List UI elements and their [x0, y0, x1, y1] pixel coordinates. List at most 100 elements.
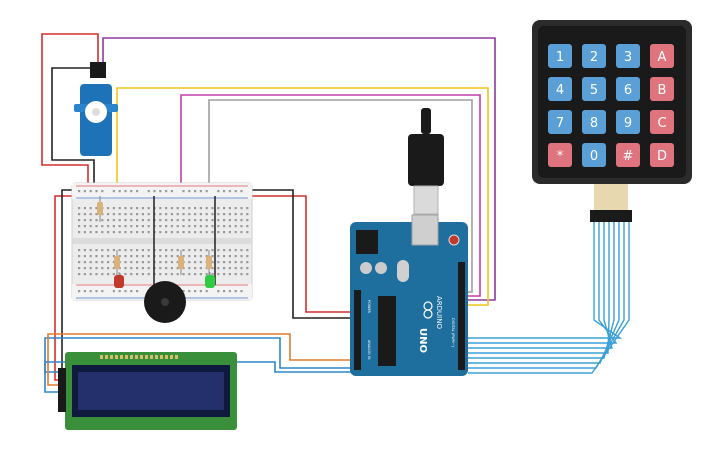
- bb-hole: [107, 207, 110, 210]
- keypad-wire[interactable]: [468, 222, 620, 364]
- bb-hole: [240, 267, 243, 270]
- lcd-pin: [105, 355, 108, 359]
- key-hash[interactable]: #: [616, 143, 640, 167]
- resistor-4[interactable]: [206, 250, 212, 275]
- wire-lcd-orange[interactable]: [47, 333, 355, 386]
- key-5[interactable]: 5: [582, 77, 606, 101]
- bb-rail-hole: [147, 190, 150, 193]
- key-B[interactable]: B: [650, 77, 674, 101]
- reset-button[interactable]: [448, 234, 460, 246]
- bb-hole: [130, 225, 133, 228]
- lcd-i2c-header: [58, 368, 66, 412]
- arduino-uno[interactable]: ARDUINO UNO DIGITAL (PWM~) ANALOG IN POW…: [350, 214, 468, 376]
- key-6[interactable]: 6: [616, 77, 640, 101]
- bb-hole: [182, 219, 185, 222]
- bb-rail-hole: [240, 190, 243, 193]
- keypad-wire[interactable]: [468, 222, 625, 369]
- lcd-pin: [145, 355, 148, 359]
- bb-rail-hole: [124, 190, 127, 193]
- key-4[interactable]: 4: [548, 77, 572, 101]
- bb-hole: [83, 213, 86, 216]
- bb-hole: [101, 261, 104, 264]
- piezo-buzzer[interactable]: [144, 281, 186, 323]
- bb-hole: [112, 267, 115, 270]
- wire-led-magenta[interactable]: [180, 94, 481, 297]
- wire-led-yellow[interactable]: [116, 87, 489, 306]
- bb-hole: [118, 231, 121, 234]
- keypad-wire[interactable]: [468, 222, 610, 354]
- bb-hole: [141, 261, 144, 264]
- wire-servo-red[interactable]: [41, 33, 99, 195]
- bb-rail-hole: [188, 190, 191, 193]
- key-9[interactable]: 9: [616, 110, 640, 134]
- key-star[interactable]: *: [548, 143, 572, 167]
- key-cap: [548, 110, 572, 134]
- bb-hole: [223, 249, 226, 252]
- key-D[interactable]: D: [650, 143, 674, 167]
- bb-hole: [234, 267, 237, 270]
- bb-hole: [112, 213, 115, 216]
- key-A[interactable]: A: [650, 44, 674, 68]
- bb-hole: [101, 273, 104, 276]
- bb-hole: [188, 225, 191, 228]
- bb-hole: [228, 255, 231, 258]
- resistor-1-body: [97, 202, 103, 215]
- key-cap: [616, 44, 640, 68]
- resistor-2-body: [114, 256, 120, 269]
- resistor-3[interactable]: [178, 250, 184, 275]
- wire-servo-signal[interactable]: [102, 37, 496, 301]
- led-red[interactable]: [114, 272, 124, 288]
- key-2[interactable]: 2: [582, 44, 606, 68]
- bb-rail-hole: [182, 190, 185, 193]
- resistor-1[interactable]: [97, 196, 103, 222]
- bb-hole: [217, 213, 220, 216]
- bb-hole: [228, 207, 231, 210]
- lcd-display[interactable]: [58, 352, 237, 430]
- bb-hole: [83, 219, 86, 222]
- bb-hole: [101, 255, 104, 258]
- bb-rail-hole: [223, 190, 226, 193]
- bb-hole: [83, 225, 86, 228]
- bb-hole: [89, 225, 92, 228]
- keypad-wire[interactable]: [468, 222, 630, 374]
- keypad-wire[interactable]: [468, 222, 613, 349]
- keypad-wire[interactable]: [468, 222, 615, 359]
- key-C[interactable]: C: [650, 110, 674, 134]
- wire-servo-black[interactable]: [51, 67, 95, 188]
- wire-rail-red[interactable]: [240, 195, 355, 313]
- bb-hole: [188, 231, 191, 234]
- bb-hole: [176, 261, 179, 264]
- key-cap: [582, 143, 606, 167]
- bb-hole: [165, 231, 168, 234]
- bb-rail-hole: [112, 190, 115, 193]
- bb-hole: [246, 207, 249, 210]
- usb-cable-end: [421, 108, 431, 134]
- bb-rail-hole: [234, 290, 237, 293]
- bb-hole: [170, 273, 173, 276]
- key-cap: [650, 44, 674, 68]
- keypad-wire[interactable]: [468, 222, 623, 339]
- bb-rail-hole: [205, 290, 208, 293]
- key-8[interactable]: 8: [582, 110, 606, 134]
- key-7[interactable]: 7: [548, 110, 572, 134]
- led-green[interactable]: [205, 272, 215, 288]
- wire-lcd-black[interactable]: [61, 189, 72, 375]
- key-0[interactable]: 0: [582, 143, 606, 167]
- servo-horn-center: [92, 108, 100, 116]
- wire-led-gray[interactable]: [208, 99, 473, 293]
- key-3[interactable]: 3: [616, 44, 640, 68]
- servo-motor[interactable]: [74, 62, 118, 156]
- bb-hole: [182, 231, 185, 234]
- resistor-2[interactable]: [114, 250, 120, 275]
- keypad-face: [538, 26, 686, 178]
- bb-hole: [205, 273, 208, 276]
- lcd-pin: [155, 355, 158, 359]
- bb-hole: [223, 267, 226, 270]
- bb-hole: [95, 267, 98, 270]
- bb-hole: [223, 213, 226, 216]
- bb-hole: [107, 273, 110, 276]
- key-1[interactable]: 1: [548, 44, 572, 68]
- wire-rail-black[interactable]: [240, 189, 355, 319]
- bb-hole: [188, 213, 191, 216]
